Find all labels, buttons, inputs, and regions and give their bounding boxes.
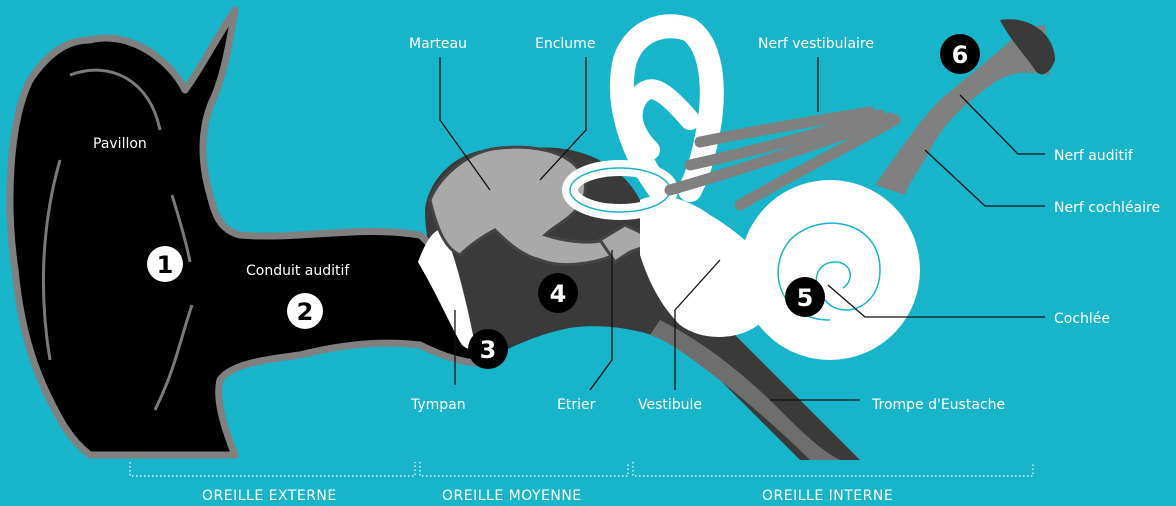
label-nerf-cochleaire: Nerf cochléaire [1054, 200, 1160, 216]
section-bracket-externe [130, 462, 415, 476]
svg-text:4: 4 [550, 280, 567, 308]
section-oreille-externe: OREILLE EXTERNE [202, 488, 337, 504]
label-nerf-vestibulaire: Nerf vestibulaire [758, 36, 874, 52]
outer-ear-pinna [10, 10, 500, 455]
marker-3: 3 [468, 329, 508, 369]
svg-text:6: 6 [952, 41, 969, 69]
label-cochlee: Cochlée [1054, 311, 1110, 327]
label-tympan: Tympan [410, 397, 466, 413]
label-vestibule: Vestibule [638, 397, 702, 413]
marker-5: 5 [785, 277, 825, 317]
svg-text:2: 2 [297, 298, 314, 326]
semicircular-canal [633, 89, 690, 150]
section-oreille-interne: OREILLE INTERNE [762, 488, 893, 504]
leader-nerf-cochleaire [925, 150, 1045, 206]
svg-text:5: 5 [797, 284, 814, 312]
label-trompe-eustache: Trompe d'Eustache [871, 397, 1005, 413]
label-etrier: Etrier [557, 397, 596, 413]
svg-text:1: 1 [157, 251, 174, 279]
label-marteau: Marteau [409, 36, 467, 52]
label-pavillon: Pavillon [93, 136, 147, 152]
section-oreille-moyenne: OREILLE MOYENNE [442, 488, 582, 504]
section-bracket-moyenne [420, 462, 628, 476]
marker-1: 1 [147, 246, 183, 282]
cochlea-shell [740, 180, 920, 360]
marker-2: 2 [287, 293, 323, 329]
svg-text:3: 3 [480, 336, 497, 364]
marker-6: 6 [940, 34, 980, 74]
label-conduit-auditif: Conduit auditif [246, 263, 350, 279]
section-bracket-interne [633, 462, 1033, 476]
leader-nerf-auditif [960, 95, 1045, 154]
label-nerf-auditif: Nerf auditif [1054, 148, 1134, 164]
label-enclume: Enclume [535, 36, 595, 52]
marker-4: 4 [538, 273, 578, 313]
